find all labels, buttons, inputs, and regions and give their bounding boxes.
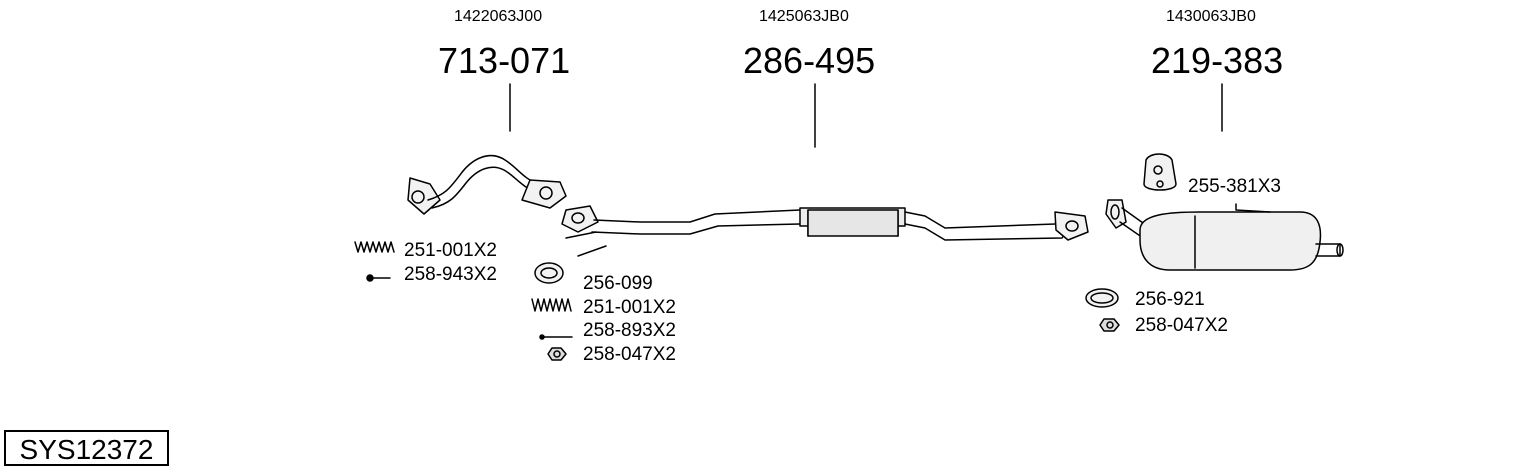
oem-number-front-pipe: 1422063J00: [454, 8, 543, 25]
accessory-label-gasket[interactable]: 256-921: [1135, 289, 1205, 310]
bolt-icon-group2: [539, 334, 573, 340]
accessory-label-rubber-hanger[interactable]: 255-381X3: [1188, 176, 1281, 197]
accessory-label-gasket[interactable]: 256-099: [583, 273, 653, 294]
spring-icon-group2: [531, 298, 572, 312]
gasket-ring-icon-group3: [1085, 288, 1119, 308]
front-pipe-drawing: [407, 154, 567, 215]
nut-icon-group3: [1099, 318, 1120, 332]
gasket-ring-icon-group2: [534, 262, 564, 284]
rear-silencer-drawing: [1105, 199, 1344, 271]
spring-icon-group1: [354, 241, 395, 253]
accessory-label-bolt[interactable]: 258-943X2: [404, 264, 497, 285]
accessory-label-bolt[interactable]: 258-893X2: [583, 320, 676, 341]
accessory-label-spring[interactable]: 251-001X2: [404, 240, 497, 261]
accessory-label-nut[interactable]: 258-047X2: [1135, 315, 1228, 336]
rubber-hanger-icon-group3: [1143, 153, 1177, 191]
bolt-icon-group1: [366, 274, 391, 282]
middle-silencer-drawing: [561, 205, 1089, 257]
nut-icon-group2: [547, 347, 567, 361]
accessory-label-spring[interactable]: 251-001X2: [583, 297, 676, 318]
part-number-front-pipe[interactable]: 713-071: [438, 40, 571, 81]
oem-number-rear-silencer: 1430063JB0: [1166, 8, 1256, 25]
part-number-middle-silencer[interactable]: 286-495: [743, 40, 876, 81]
system-code-box: SYS12372: [4, 430, 169, 466]
oem-number-middle-silencer: 1425063JB0: [759, 8, 849, 25]
accessory-label-nut[interactable]: 258-047X2: [583, 344, 676, 365]
part-number-rear-silencer[interactable]: 219-383: [1151, 40, 1284, 81]
